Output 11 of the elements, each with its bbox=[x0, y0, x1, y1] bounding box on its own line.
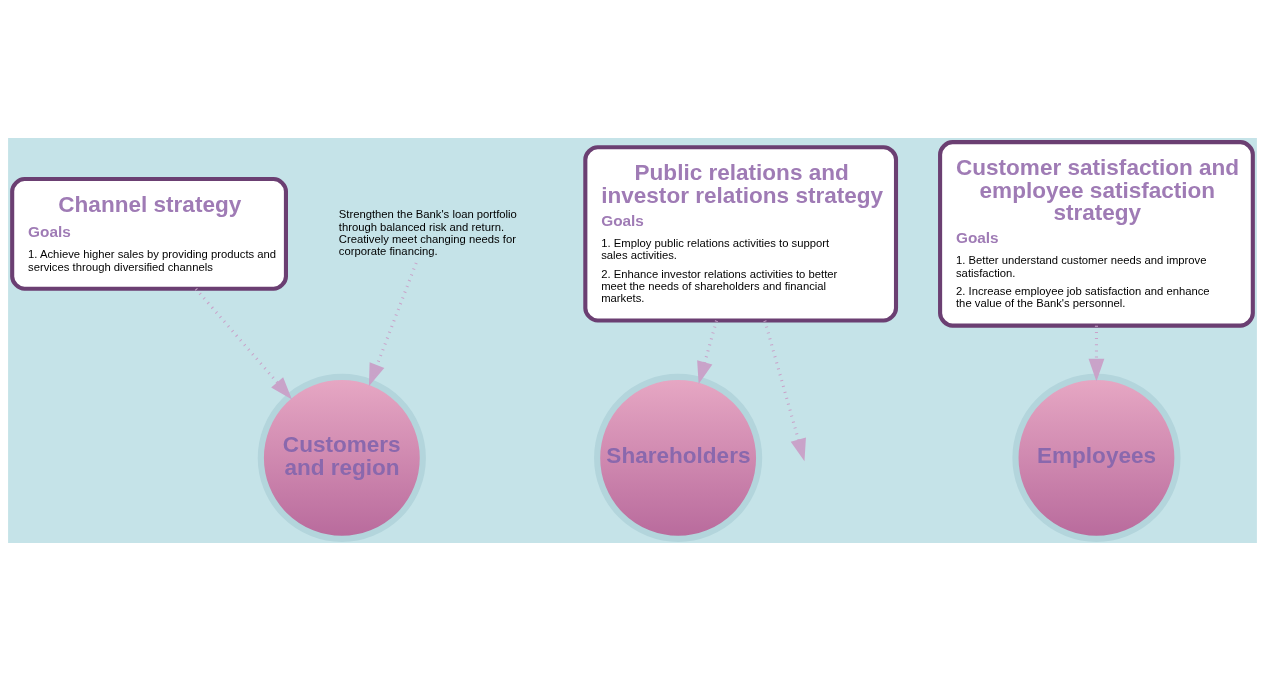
arrow bbox=[194, 287, 292, 399]
arrow bbox=[763, 319, 806, 461]
node-box: Channel strategy Goals 1. Achieve higher sales by providing products and services through diversified channels bbox=[10, 176, 288, 291]
node-box: Public relations and investor relations strategy Goals 1. Employ public relations activities to support sales activities. 2. Enhance investor relations activities to better meet the needs of shareholders and financial markets. bbox=[583, 144, 899, 323]
node-box: Customer satisfaction and employee satisfaction strategy Goals 1. Better understand customer needs and improve satisfaction. 2. Increase employee job satisfaction and enhance the value of the Bank's personnel. bbox=[938, 139, 1255, 328]
arrow bbox=[368, 261, 418, 386]
node-circle: Employees bbox=[1012, 373, 1181, 542]
node-text: Strengthen the Bank's loan portfolio through balanced risk and return. Creatively meet changing needs for corporate financing. bbox=[338, 207, 517, 257]
arrow bbox=[697, 319, 718, 384]
node-circle: Shareholders bbox=[594, 373, 763, 542]
arrow bbox=[1088, 325, 1105, 381]
